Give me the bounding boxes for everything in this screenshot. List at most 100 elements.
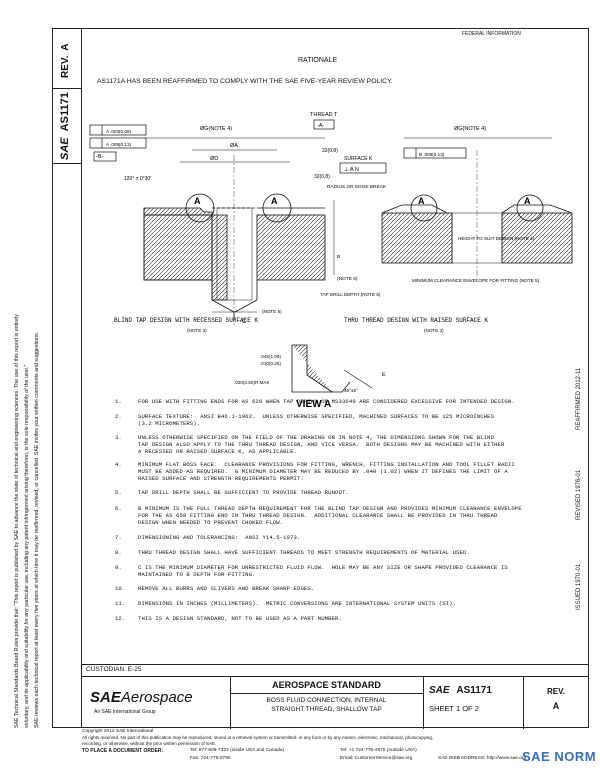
blind-tap-section: A A C ØG(NOTE 4) ØA ØD 120° ± 0°30' -B- … (89, 124, 326, 325)
datum-a-label: -A- (317, 123, 325, 129)
rationale-title: RATIONALE (298, 57, 338, 64)
sae-logo-small: SAE (59, 137, 71, 160)
view-a-detail: .045(1.09) .010(0.25) .020(0.50)R MAX 45… (234, 344, 386, 410)
desc-line2: STRAIGHT THREAD, SHALLOW TAP (271, 706, 382, 713)
view-dim3: .020(0.50)R MAX (234, 380, 270, 385)
d-dia-label: ØD (210, 156, 218, 162)
rev-label: REV. (60, 55, 71, 78)
fcf-perp-label: ⊥ A N (344, 166, 359, 173)
title-block: SAEAerospace An SAE International Group … (82, 676, 589, 729)
dim-e-label: E (382, 372, 386, 378)
rev-value: A (60, 43, 71, 51)
note-number: 10. (115, 585, 126, 592)
logo-cell: SAEAerospace An SAE International Group (82, 677, 231, 729)
order-email: Email: CustomerService@sae.org (340, 756, 413, 761)
note-number: 1. (115, 398, 122, 405)
web-address: SAE WEB ADDRESS: http://www.sae.org (438, 756, 527, 761)
order-tel-2: Tel: +1 724-776-4970 (outside USA) (340, 748, 417, 753)
side-text-3: SAE reviews each technical report at lea… (34, 331, 40, 728)
g-dia-label-left: ØG(NOTE 4) (200, 126, 232, 132)
note-text: C IS THE MINIMUM DIAMETER FOR UNRESTRICT… (138, 564, 508, 578)
g-dia-label-right: ØG(NOTE 4) (454, 126, 486, 132)
tap-drill-label: TAP DRILL DEPTH (NOTE 5) (320, 292, 381, 297)
rights-text-2: recording, or otherwise, without the pri… (82, 741, 217, 746)
rev-value-footer: A (552, 701, 560, 711)
rev-block: REV. A (52, 28, 82, 89)
top-right-label: FEDERAL INFORMATION (462, 31, 521, 37)
fcf-b-label: B .005(0.13) (419, 152, 445, 157)
note-number: 2. (115, 413, 122, 420)
rev-label-footer: REV. (547, 687, 565, 696)
surface-k-label: SURFACE K (344, 156, 373, 162)
rights-text: All rights reserved. No part of this pub… (82, 735, 434, 740)
note5-label: (NOTE 5) (262, 309, 282, 314)
note6-label: (NOTE 6) (337, 276, 358, 282)
finish2-label: 32(0.8) (314, 174, 330, 180)
datum-b-label: -B- (96, 154, 104, 160)
note-number: 4. (115, 461, 122, 468)
description-cell: AEROSPACE STANDARD BOSS FLUID CONNECTION… (230, 677, 424, 729)
view-a-label: VIEW A (296, 399, 331, 410)
rev-cell: REV. A (523, 677, 589, 729)
sheet-label: SHEET 1 OF 2 (429, 704, 479, 713)
svg-text:A: A (271, 196, 278, 206)
custodian-row: CUSTODIAN: E-25 (82, 664, 589, 675)
right-caption: THRU THREAD DESIGN WITH RAISED SURFACE K (344, 317, 488, 324)
rationale-text: AS1171A HAS BEEN REAFFIRMED TO COMPLY WI… (97, 78, 393, 85)
center-annotations: THREAD T -A- 32(0.8) 32(0.8) SURFACE K ⊥… (262, 112, 387, 314)
min-clear-label: MINIMUM CLEARANCE ENVELOPE FOR FITTING (… (412, 278, 540, 283)
finish1-label: 32(0.8) (322, 148, 338, 154)
left-caption: BLIND TAP DESIGN WITH RECESSED SURFACE K (114, 317, 258, 324)
note-text: REMOVE ALL BURRS AND SLIVERS AND BREAK S… (138, 585, 315, 592)
note-text: DIMENSIONS IN INCHES (MILLIMETERS). METR… (138, 600, 457, 607)
a-dia-label: ØA (230, 143, 238, 149)
dim-b-label: B (337, 254, 340, 260)
side-title-strip (52, 28, 82, 728)
sae-logo-title: SAE (429, 685, 450, 696)
note-number: 6. (115, 505, 122, 512)
svg-text:A: A (194, 196, 201, 206)
aerospace-logo-text: Aerospace (120, 689, 193, 706)
technical-drawing: A A C ØG(NOTE 4) ØA ØD 120° ± 0°30' -B- … (89, 112, 573, 410)
doc-id-block: SAE AS1171 (52, 88, 82, 164)
standard-title: AEROSPACE STANDARD (230, 677, 423, 694)
note-number: 9. (115, 564, 122, 571)
order-label: TO PLACE A DOCUMENT ORDER: (82, 748, 164, 754)
custodian-label: CUSTODIAN: E-25 (86, 666, 142, 673)
order-fax: Fax: 724-776-0790 (190, 756, 231, 761)
note-number: 7. (115, 534, 122, 541)
svg-text:A: A (418, 196, 425, 206)
note-text: TAP DRILL DEPTH SHALL BE SUFFICIENT TO P… (138, 489, 349, 496)
fcf-a2-label: A .005(0.13) (106, 142, 131, 147)
drawing-sheet (52, 28, 589, 728)
side-text-1: SAE Technical Standards Board Rules prov… (14, 314, 20, 728)
note-number: 11. (115, 600, 126, 607)
side-text-2: voluntary, and its applicability and sui… (24, 364, 30, 728)
height-suit-label: HEIGHT TO SUIT DESIGN (NOTE 4) (458, 236, 535, 241)
doc-number-cell: SAE AS1171 SHEET 1 OF 2 (423, 677, 524, 729)
note-number: 8. (115, 549, 122, 556)
desc-line1: BOSS FLUID CONNECTION, INTERNAL (266, 697, 387, 704)
note-text: MINIMUM FLAT BOSS FACE. CLEARANCE PROVIS… (138, 461, 515, 482)
note-text: FOR USE WITH FITTING ENDS FOR AS 620 WHE… (138, 398, 515, 405)
doc-number-side: AS1171 (59, 92, 71, 132)
note-number: 5. (115, 489, 122, 496)
view-dim1: .045(1.09) (260, 354, 281, 359)
order-tel: Tel: 877-606-7323 (inside USA and Canada… (190, 748, 285, 753)
radius-edge-label: RADIUS OR EDGE BREAK (327, 184, 387, 190)
logo-subtitle: An SAE International Group (94, 709, 156, 715)
view-dim2: .010(0.25) (260, 361, 281, 366)
copyright: Copyright 2012 SAE International (82, 729, 154, 734)
note-text: UNLESS OTHERWISE SPECIFIED ON THE FIELD … (138, 434, 505, 455)
thread-t-label: THREAD T (310, 112, 338, 118)
note-number: 3. (115, 434, 122, 441)
doc-number: AS1171 (456, 685, 492, 696)
note-text: SURFACE TEXTURE: ANSI B46.1-1962. UNLESS… (138, 413, 495, 427)
svg-text:A: A (524, 196, 531, 206)
fcf-a-label: A .003(0.08) (106, 129, 131, 134)
thru-thread-section: A A ØG(NOTE 4) B .005(0.13) HEIGHT TO SU… (381, 126, 573, 283)
note-number: 12. (115, 615, 126, 622)
note-text: THIS IS A DESIGN STANDARD, NOT TO BE USE… (138, 615, 342, 622)
view-angle: 45°±5° (344, 388, 358, 393)
sae-logo: SAE (90, 689, 121, 706)
